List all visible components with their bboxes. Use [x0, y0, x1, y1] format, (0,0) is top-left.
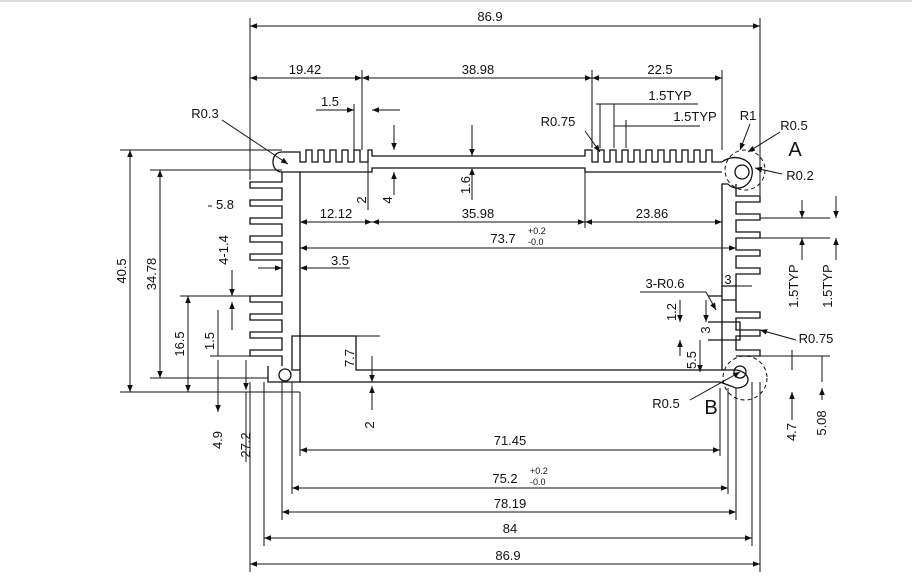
label-22-5: 22.5 [647, 62, 672, 77]
label-1-2: 1.2 [664, 303, 679, 321]
label-35-98: 35.98 [462, 206, 495, 221]
label-2-bottom: 2 [362, 421, 377, 428]
label-5-08: 5.08 [814, 410, 829, 435]
label-73-7-tol-minus: -0.0 [528, 237, 544, 247]
label-datum-a: A [788, 139, 802, 161]
label-5-5: 5.5 [684, 351, 699, 369]
label-38-98: 38.98 [462, 62, 495, 77]
label-bottom-width: 86.9 [495, 548, 520, 563]
label-top-width: 86.9 [477, 9, 502, 24]
label-73-7: 73.7 [490, 231, 515, 246]
label-3-right: 3 [724, 272, 731, 287]
label-5-8: 5.8 [216, 197, 234, 212]
label-1-5typ-v1: 1.5TYP [786, 264, 801, 307]
dimension-labels: 86.9 19.42 38.98 22.5 1.5 1.5TYP 1.5TYP … [114, 9, 835, 563]
label-75-2-tol-minus: -0.0 [530, 477, 546, 487]
label-12-12: 12.12 [320, 206, 353, 221]
label-1-5-left: 1.5 [202, 332, 217, 350]
label-4-9: 4.9 [210, 431, 225, 449]
label-datum-b: B [704, 397, 717, 419]
label-4-1-4: 4-1.4 [216, 235, 231, 265]
label-3-5: 3.5 [331, 253, 349, 268]
label-73-7-tol-plus: +0.2 [528, 226, 546, 236]
label-1-5typ-v2: 1.5TYP [820, 264, 835, 307]
label-16-5: 16.5 [172, 331, 187, 356]
label-75-2-tol-plus: +0.2 [530, 466, 548, 476]
label-71-45: 71.45 [494, 433, 527, 448]
label-r0-75-top: R0.75 [541, 114, 576, 129]
label-r0-5-top: R0.5 [780, 118, 807, 133]
label-3-mid: 3 [698, 326, 713, 333]
label-r0-75-right: R0.75 [799, 331, 834, 346]
label-1-6: 1.6 [458, 176, 473, 194]
label-4-7: 4.7 [784, 423, 799, 441]
label-r0-3: R0.3 [191, 106, 218, 121]
label-2-top: 2 [354, 196, 369, 203]
label-1-5-top: 1.5 [321, 94, 339, 109]
label-27-2: 27.2 [238, 432, 253, 457]
label-7-7: 7.7 [342, 349, 357, 367]
label-23-86: 23.86 [636, 206, 669, 221]
label-1-5typ-b: 1.5TYP [673, 109, 716, 124]
dimension-lines [120, 18, 839, 572]
label-40-5: 40.5 [114, 258, 129, 283]
label-3-r0-6: 3-R0.6 [645, 276, 684, 291]
label-r0-5-bottom: R0.5 [652, 396, 679, 411]
label-1-5typ-a: 1.5TYP [648, 88, 691, 103]
label-r1: R1 [740, 108, 757, 123]
label-19-42: 19.42 [289, 62, 322, 77]
label-78-19: 78.19 [494, 496, 527, 511]
profile-outline [249, 149, 768, 401]
label-34-78: 34.78 [144, 258, 159, 291]
label-84: 84 [503, 521, 517, 536]
label-r0-2: R0.2 [786, 168, 813, 183]
label-75-2: 75.2 [492, 471, 517, 486]
label-4: 4 [380, 196, 395, 203]
